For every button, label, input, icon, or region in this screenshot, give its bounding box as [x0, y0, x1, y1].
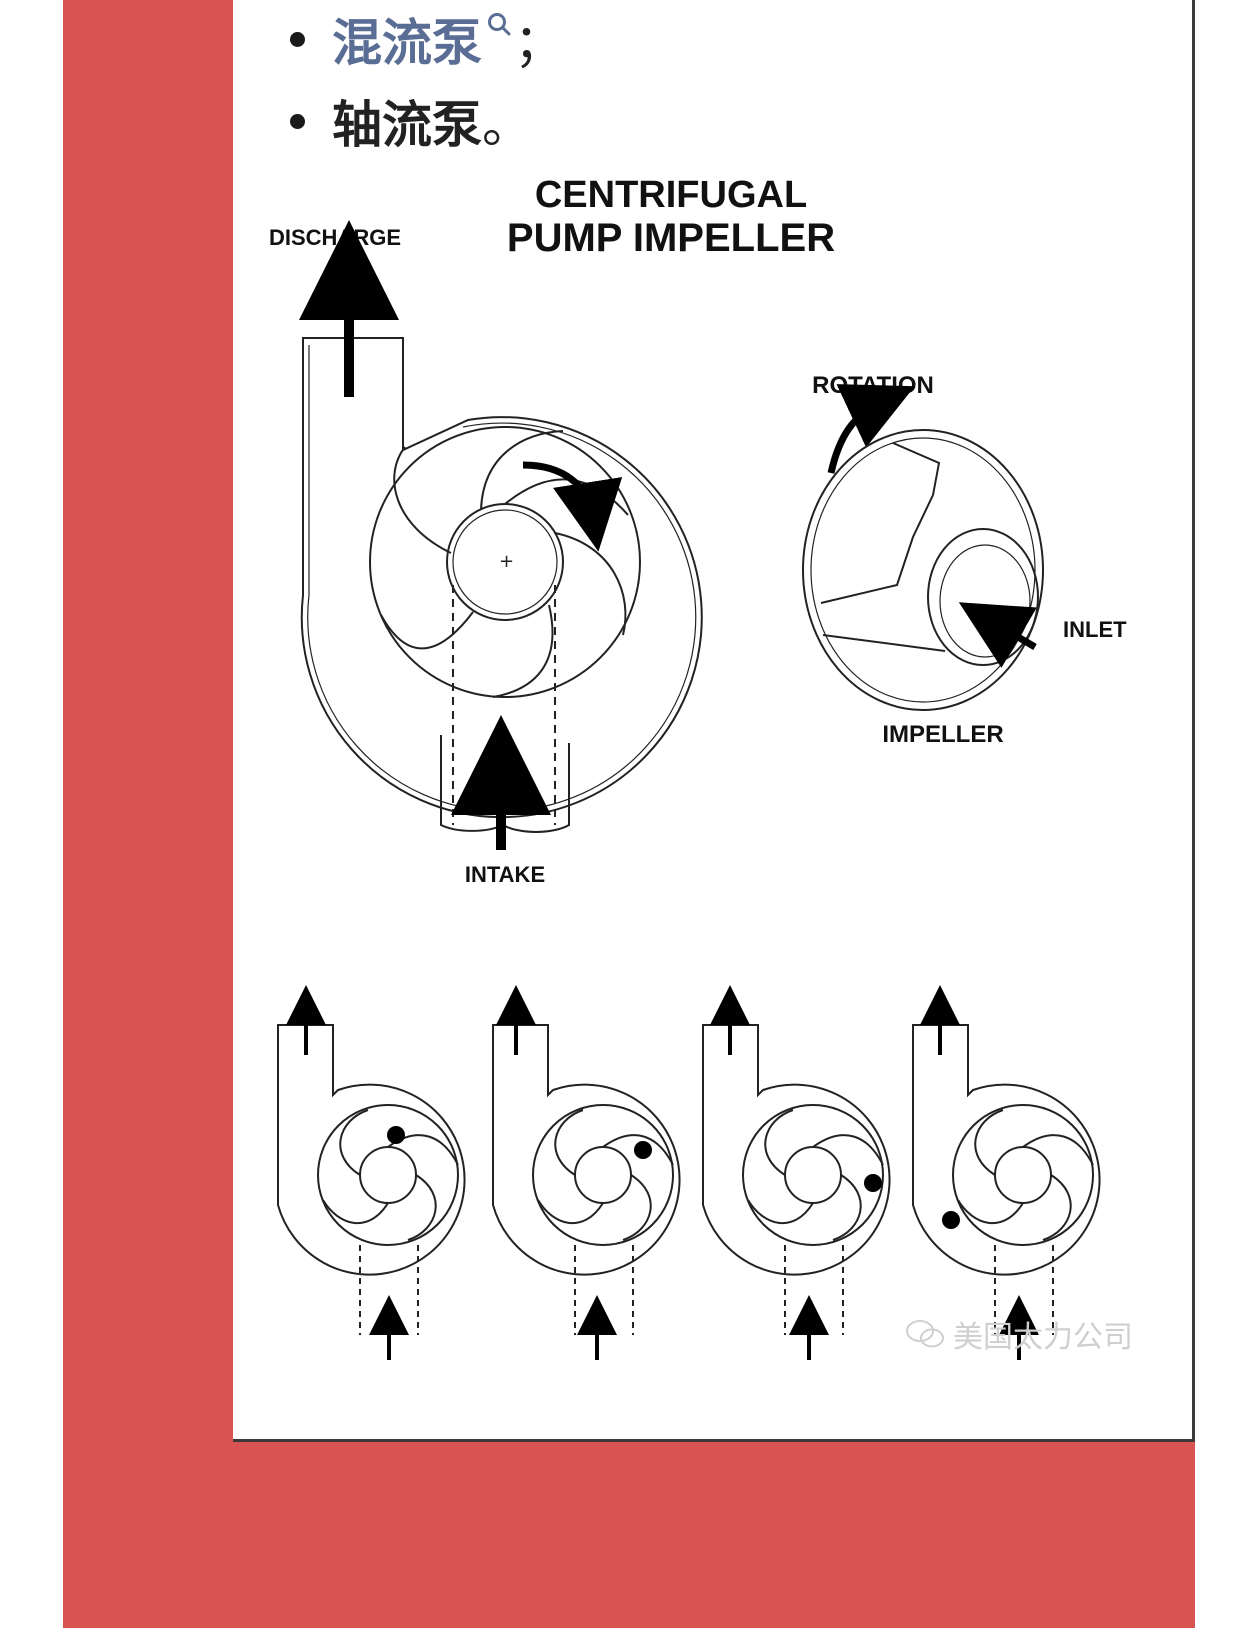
- diagram-title-line1: CENTRIFUGAL: [535, 174, 807, 216]
- bullet-dot: [290, 32, 305, 47]
- small-pump-1: [277, 1024, 466, 1335]
- bullet-dot: [290, 114, 305, 129]
- impeller-label: IMPELLER: [882, 721, 1003, 748]
- search-icon[interactable]: [486, 11, 512, 41]
- list-item: 轴流泵 。: [290, 78, 564, 164]
- small-pump-arrows: [286, 985, 1039, 1360]
- impeller-perspective-view: [802, 429, 1044, 711]
- main-pump-casing: [300, 337, 703, 819]
- inlet-label: INLET: [1063, 617, 1127, 642]
- pump-type-list: 混流泵 ； 轴流泵 。: [290, 0, 564, 164]
- watermark-text: 美国太力公司: [953, 1320, 1133, 1355]
- intake-label: INTAKE: [465, 862, 545, 887]
- diagram-title-line2: PUMP IMPELLER: [507, 216, 835, 260]
- impeller-center-mark: +: [499, 551, 514, 572]
- list-item: 混流泵 ；: [290, 0, 564, 78]
- centrifugal-pump-diagram: CENTRIFUGAL PUMP IMPELLER DISCHARGE + IN…: [269, 174, 1127, 1360]
- axial-flow-pump-text: 轴流泵: [332, 96, 482, 154]
- wechat-icon: [906, 1320, 944, 1348]
- watermark: 美国太力公司: [905, 1312, 1133, 1356]
- small-pump-3: [702, 1024, 891, 1335]
- small-pump-4: [912, 1024, 1101, 1335]
- discharge-label: DISCHARGE: [269, 225, 401, 250]
- rotation-arrow: [827, 384, 915, 474]
- rotation-label: ROTATION: [812, 372, 934, 399]
- list-punctuation: 。: [482, 96, 532, 154]
- mixed-flow-pump-link[interactable]: 混流泵: [332, 14, 482, 72]
- inlet-arrow: [958, 602, 1037, 668]
- list-punctuation: ；: [514, 14, 564, 72]
- small-pump-2: [492, 1024, 681, 1335]
- impeller-rotation-arrow: [522, 461, 623, 552]
